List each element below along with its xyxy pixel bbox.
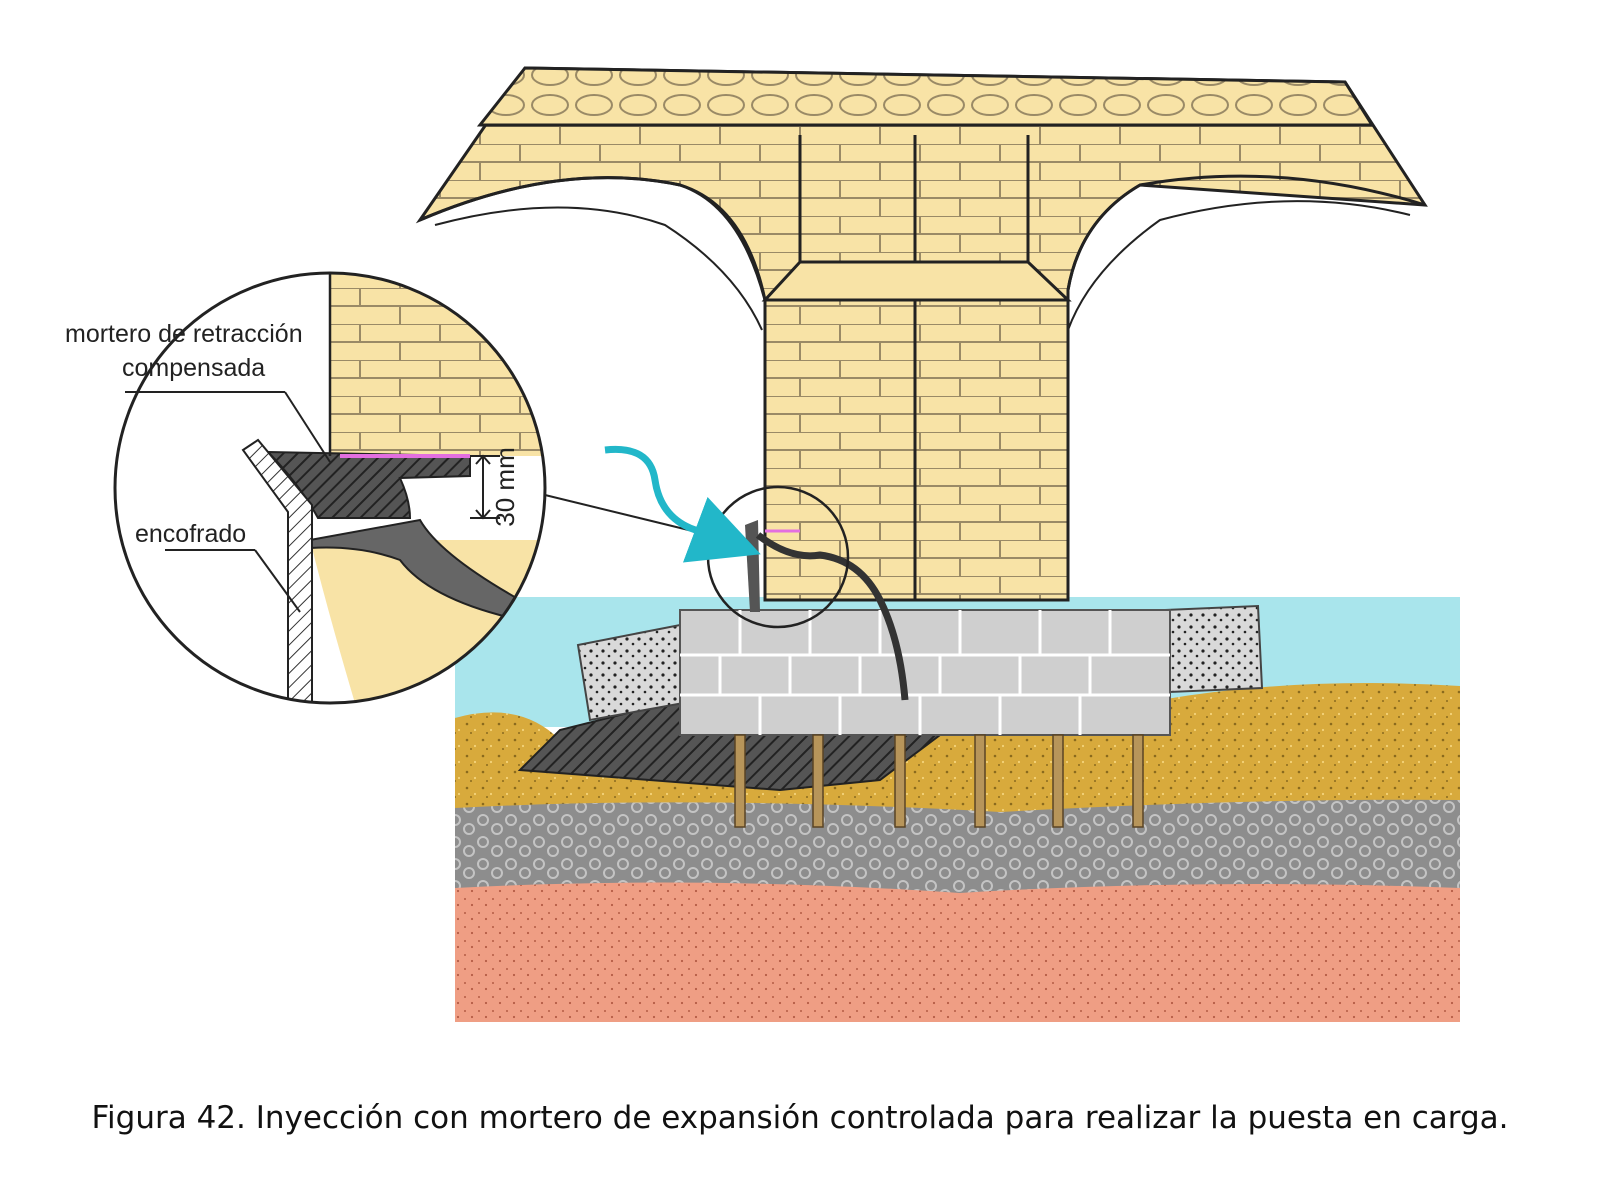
foundation-injection-diagram: 30 mm mortero de retracción compensada e… [65,66,1460,1022]
stone-foundation [679,609,1171,736]
detail-formwork [241,438,313,703]
bridge-arches [415,66,1428,602]
mortar-leader-arrow [284,391,331,463]
detail-pier-brick [330,273,545,456]
gravel-layer [455,799,1460,895]
micropile [974,734,986,828]
micropiles [734,734,1144,828]
micropile [1132,734,1144,828]
micropile [734,734,746,828]
pier-cap [761,260,1072,302]
injection-arrow-icon [604,445,761,563]
bridge-parapet [476,66,1375,127]
mortar-label-line2: compensada [122,354,265,382]
dimension-marker [470,454,500,520]
dimension-label: 30 mm [490,447,520,526]
micropile [894,734,906,828]
left-arch-soffit [434,206,763,331]
mortar-label-line1: mortero de retracción [65,320,303,348]
detail-stone-block [309,518,521,622]
formwork-label: encofrado [135,520,246,548]
clay-layer [455,882,1460,1022]
detail-mortar-layer [265,450,471,519]
foundation [517,604,1264,828]
injected-mortar-small [755,532,909,701]
concrete-block-right [1163,604,1264,694]
right-arch-ring [1066,174,1426,291]
figure-caption: Figura 42. Inyección con mortero de expa… [91,1100,1509,1136]
pier-shaft [763,298,1070,602]
left-arch-ring [419,176,767,301]
right-arch-soffit [1067,200,1411,331]
micropile [812,734,824,828]
bridge [415,66,1428,602]
formwork-leader-arrow [254,549,301,613]
injection-point [544,445,909,701]
micropile [1052,734,1064,828]
